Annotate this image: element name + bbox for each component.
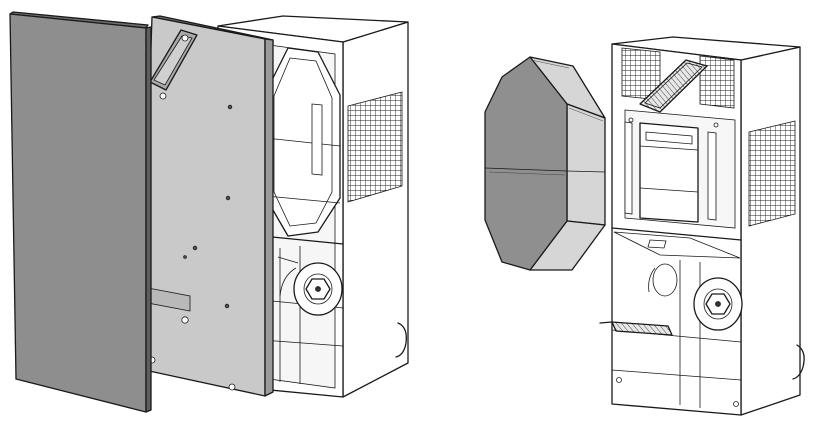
ventilation-unit-housing-right <box>611 36 805 416</box>
front-cover-panel <box>9 11 152 413</box>
fan-left <box>277 256 343 316</box>
fan-right <box>648 263 743 331</box>
octagonal-heat-exchanger <box>484 56 606 271</box>
view-right <box>484 36 805 416</box>
view-left <box>9 11 409 413</box>
filter-tray <box>599 321 673 336</box>
inner-service-panel <box>139 15 274 397</box>
